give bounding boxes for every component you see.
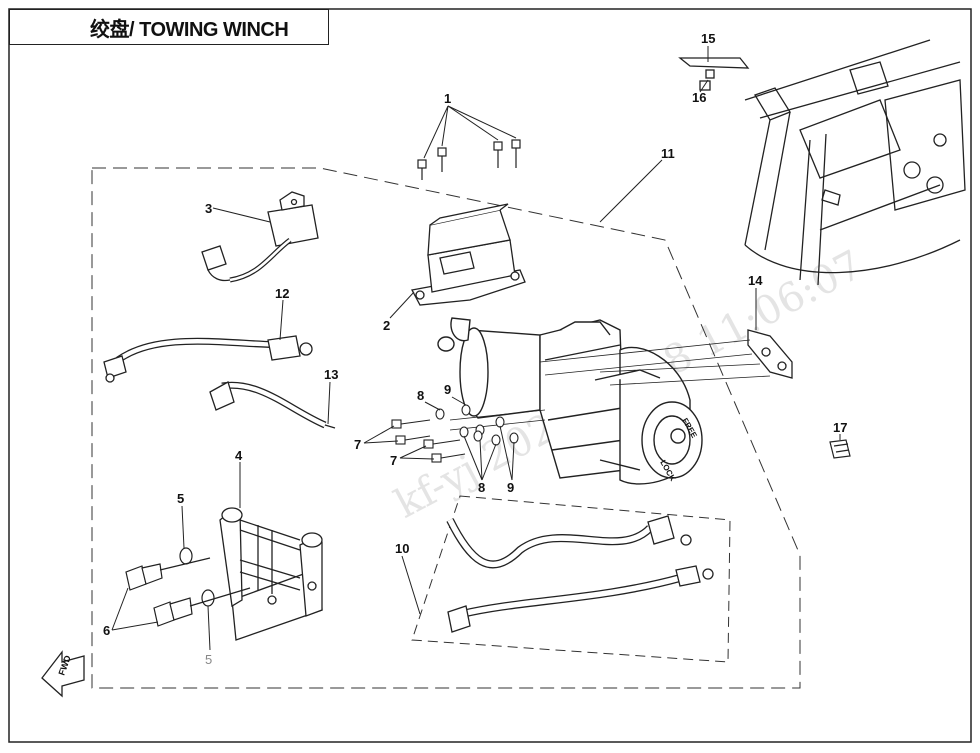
leader-13: [327, 381, 331, 425]
bolts-washers-5-6: [125, 547, 251, 627]
bolts-part-1: [417, 139, 521, 180]
control-box-part-2: [411, 203, 526, 306]
callout-11: 11: [661, 146, 675, 161]
leader-2: [389, 291, 415, 319]
forward-arrow-icon: FWD: [41, 650, 85, 698]
callout-15: 15: [701, 31, 715, 46]
roller-fairlead-part-4: [219, 507, 323, 641]
leaders-5-6: [111, 505, 211, 651]
bolts-washers-7-8-9: [391, 404, 519, 463]
callout-1: 1: [444, 91, 451, 106]
callout-9a: 9: [444, 382, 451, 397]
callout-4: 4: [235, 448, 243, 463]
callout-5a: 5: [177, 491, 184, 506]
cable-part-13: [209, 381, 336, 429]
leader-10: [401, 555, 421, 615]
callout-16: 16: [692, 90, 706, 105]
callout-12: 12: [275, 286, 289, 301]
cable-part-12: [103, 335, 313, 383]
clip-part-17: [829, 439, 851, 459]
callout-7b: 7: [390, 453, 397, 468]
leader-3: [212, 207, 271, 223]
callout-13: 13: [324, 367, 338, 382]
callout-14: 14: [748, 273, 763, 288]
leader-12: [279, 299, 284, 341]
page-title: 绞盘/ TOWING WINCH: [90, 18, 289, 41]
callout-10: 10: [395, 541, 409, 556]
callout-8a: 8: [417, 388, 424, 403]
mount-plate-part-14: [747, 329, 793, 379]
callout-3: 3: [205, 201, 212, 216]
callout-6: 6: [103, 623, 110, 638]
callout-9b: 9: [507, 480, 514, 495]
callout-7a: 7: [354, 437, 361, 452]
callout-labels: 1 2 3 4 5 5 6 7 7 8 8 9 9 10 11 12 13 14…: [103, 31, 847, 667]
leaders-7-8-9: [363, 396, 515, 481]
callout-8b: 8: [478, 480, 485, 495]
callout-5b: 5: [205, 652, 212, 667]
title-box: 绞盘/ TOWING WINCH: [9, 9, 329, 45]
cable-group-boundary: [411, 495, 731, 663]
frame-bracket-assembly: [678, 39, 966, 286]
callout-17: 17: [833, 420, 847, 435]
leader-1: [423, 105, 517, 159]
leaders-15-16: [699, 46, 709, 93]
cables-part-10: [446, 515, 714, 633]
relay-part-3: [201, 191, 319, 283]
callout-2: 2: [383, 318, 390, 333]
leader-11: [599, 159, 663, 223]
outer-border: [8, 8, 972, 743]
winch-group-boundary: [91, 167, 801, 689]
